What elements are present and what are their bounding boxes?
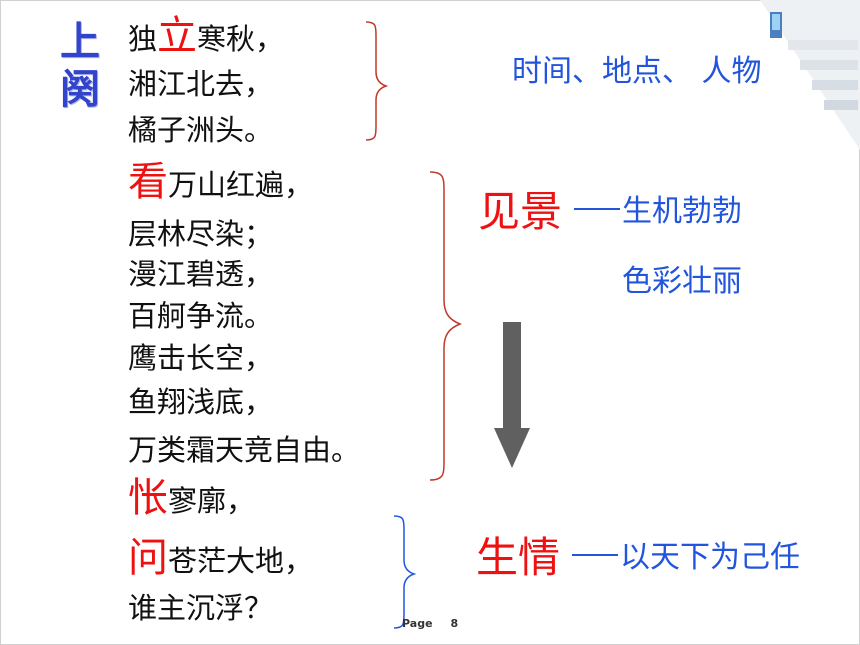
page-label: Page	[402, 617, 433, 630]
note-scene-1: 生机勃勃	[622, 194, 742, 229]
poem-line: 鱼翔浅底，	[128, 382, 273, 422]
poem-line: 问苍茫大地，	[128, 538, 313, 581]
highlight-char: 看	[128, 159, 168, 205]
poem-line: 看万山红遍，	[128, 162, 313, 205]
note-emotion-1: 以天下为己任	[620, 540, 800, 575]
brace-1	[365, 21, 389, 141]
poem-line: 怅寥廓，	[128, 478, 255, 521]
highlight-char: 怅	[128, 475, 168, 521]
line-text: 漫江碧透，	[128, 257, 274, 291]
line-text: 橘子洲头。	[128, 113, 274, 147]
poem-line: 万类霜天竞自由。	[128, 430, 360, 470]
dash-line	[574, 208, 620, 210]
note-scene-2: 色彩壮丽	[622, 264, 742, 299]
line-text: 谁主沉浮？	[128, 591, 274, 625]
line-text: 百舸争流。	[128, 299, 274, 333]
section-title: 上 阕	[56, 18, 104, 114]
line-text: 万类霜天竞自由。	[128, 433, 361, 467]
down-arrow-icon	[494, 322, 530, 468]
page-number: 8	[450, 617, 459, 630]
poem-line: 谁主沉浮？	[128, 588, 273, 628]
line-text: 湘江北去，	[128, 67, 274, 101]
key-scene: 见景	[478, 187, 563, 236]
line-text: 鱼翔浅底，	[128, 385, 274, 419]
brace-2	[429, 171, 463, 481]
brace-3	[393, 515, 417, 629]
line-text: 层林尽染；	[128, 217, 274, 251]
highlight-char: 立	[157, 13, 198, 59]
monitor-stairs-icon	[760, 0, 860, 150]
poem-line: 百舸争流。	[128, 296, 273, 336]
poem-line: 橘子洲头。	[128, 110, 273, 150]
poem-line: 独立寒秋，	[128, 16, 284, 59]
poem-line: 漫江碧透，	[128, 254, 273, 294]
poem-line: 层林尽染；	[128, 214, 273, 254]
line-text: 独	[128, 22, 158, 56]
line-text: 苍茫大地，	[168, 544, 314, 578]
poem-line: 鹰击长空，	[128, 338, 273, 378]
poem-line: 湘江北去，	[128, 64, 273, 104]
dash-line	[572, 554, 618, 556]
line-text: 寥廓，	[168, 484, 256, 518]
line-text: 鹰击长空，	[128, 341, 274, 375]
key-emotion: 生情	[476, 533, 561, 582]
line-text: 万山红遍，	[168, 168, 314, 202]
page-footer: Page 8	[402, 617, 458, 630]
line-text: 寒秋，	[197, 22, 285, 56]
highlight-char: 问	[128, 535, 168, 581]
note-time-place: 时间、地点、 人物	[512, 54, 762, 89]
title-char-2: 阕	[60, 66, 100, 113]
title-char-1: 上	[60, 18, 100, 65]
